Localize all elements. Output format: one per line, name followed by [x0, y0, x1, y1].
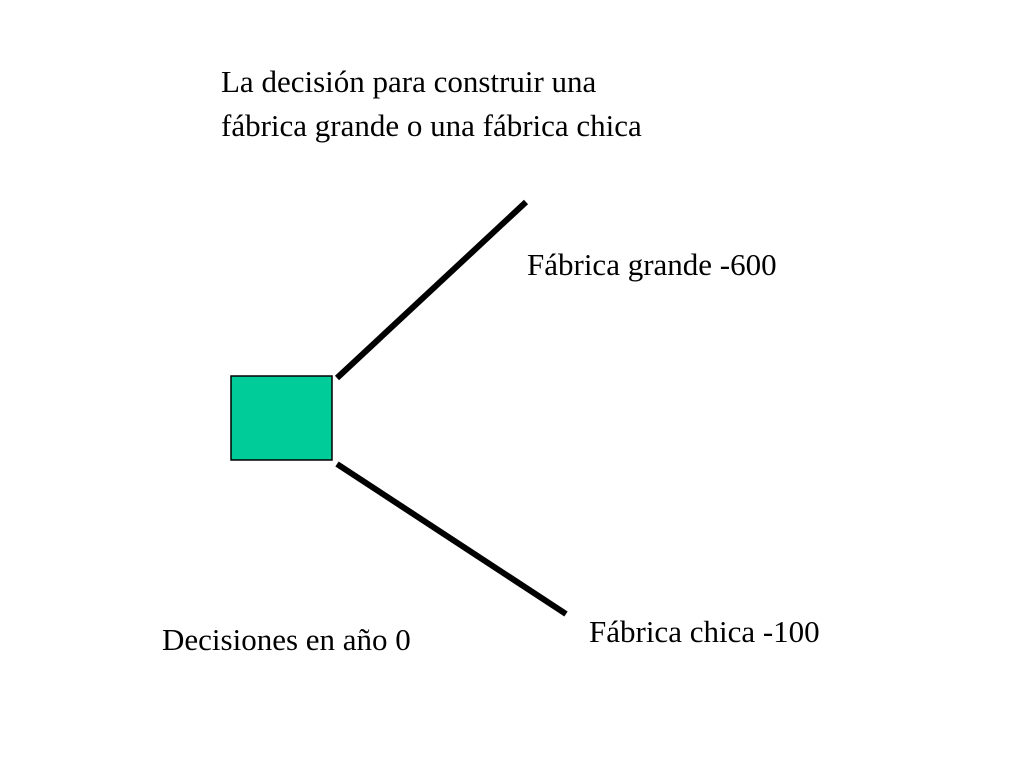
branch-label-small: Fábrica chica -100: [589, 614, 820, 649]
decision-year-label: Decisiones en año 0: [162, 622, 411, 657]
title-line-1: La decisión para construir una: [221, 64, 597, 99]
branch-line-large: [334, 199, 529, 381]
branch-label-large: Fábrica grande -600: [527, 247, 777, 282]
title-line-2: fábrica grande o una fábrica chica: [221, 108, 642, 143]
decision-node-square: [230, 375, 333, 461]
branch-line-small: [335, 461, 568, 617]
